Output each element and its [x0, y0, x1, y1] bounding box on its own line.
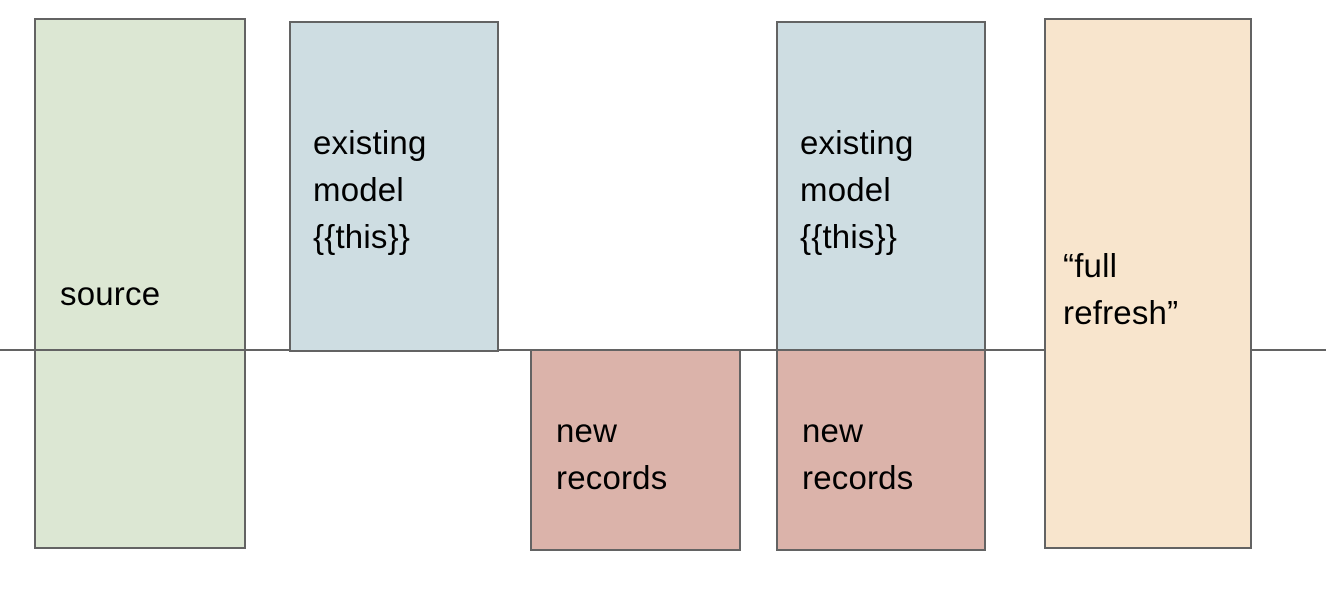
- existing-model-label-1: existing model {{this}}: [313, 124, 427, 255]
- existing-model-box-2: existing model {{this}}: [776, 21, 986, 352]
- source-box: source: [34, 18, 246, 549]
- new-records-box-2: new records: [776, 349, 986, 551]
- existing-model-label-2: existing model {{this}}: [800, 124, 914, 255]
- new-records-label-1: new records: [556, 412, 668, 496]
- existing-model-box-1: existing model {{this}}: [289, 21, 499, 352]
- full-refresh-box: “full refresh”: [1044, 18, 1252, 549]
- full-refresh-label: “full refresh”: [1063, 247, 1179, 331]
- new-records-label-2: new records: [802, 412, 914, 496]
- new-records-box-1: new records: [530, 349, 741, 551]
- source-label: source: [60, 275, 161, 312]
